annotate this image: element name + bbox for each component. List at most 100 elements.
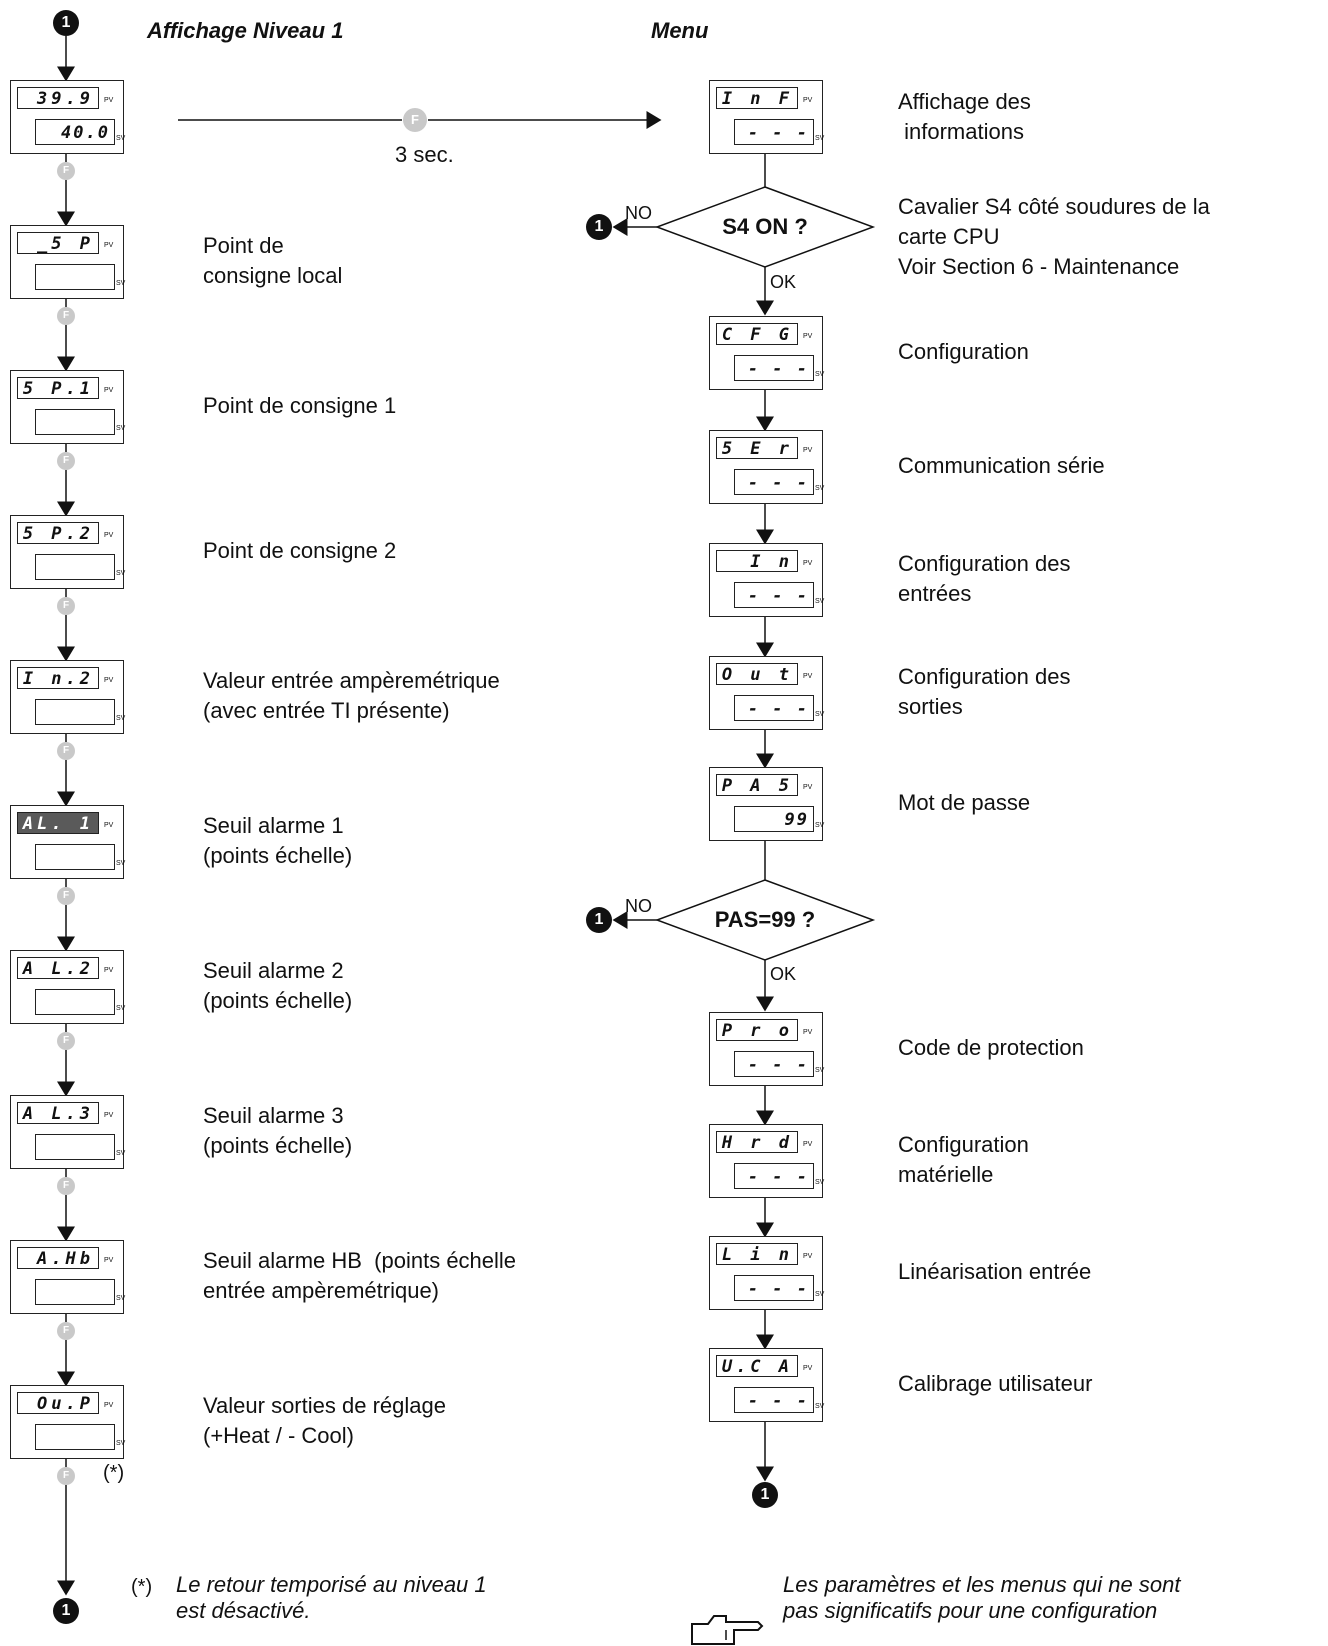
f-key-icon[interactable]: F bbox=[57, 597, 75, 615]
menu-label-g2-0: Code de protection bbox=[898, 1035, 1084, 1060]
pv-tag: PV bbox=[803, 1365, 813, 1372]
pv-tag: PV bbox=[104, 97, 114, 104]
sv-readout: - - - bbox=[734, 695, 814, 721]
f-key-icon[interactable]: F bbox=[57, 742, 75, 760]
menu-end-marker: 1 bbox=[752, 1482, 778, 1508]
level1-label-6: Seuil alarme 2 (points échelle) bbox=[203, 958, 353, 1013]
f-key-icon[interactable]: F bbox=[57, 1322, 75, 1340]
sv-tag: SV bbox=[815, 711, 825, 718]
s4-description: Cavalier S4 côté soudures de la carte CP… bbox=[898, 194, 1210, 279]
footnote-text: Le retour temporisé au niveau 1 est désa… bbox=[176, 1572, 487, 1623]
sv-readout: 40.0 bbox=[35, 119, 115, 145]
pv-tag: PV bbox=[104, 1257, 114, 1264]
level1-label-7: Seuil alarme 3 (points échelle) bbox=[203, 1103, 353, 1158]
pas-ok-label: OK bbox=[770, 964, 797, 984]
sv-readout: - - - bbox=[734, 1387, 814, 1413]
sv-readout: - - - bbox=[734, 119, 814, 145]
pv-tag: PV bbox=[104, 967, 114, 974]
f-key-icon[interactable]: F bbox=[57, 1032, 75, 1050]
menu-label-inf: Affichage des informations bbox=[898, 89, 1031, 144]
sv-readout bbox=[35, 1424, 115, 1450]
sv-tag: SV bbox=[116, 715, 126, 722]
s4-decision-diamond bbox=[654, 186, 876, 268]
sv-tag: SV bbox=[116, 570, 126, 577]
pv-tag: PV bbox=[104, 532, 114, 539]
sv-tag: SV bbox=[815, 1291, 825, 1298]
level1-label-5: Seuil alarme 1 (points échelle) bbox=[203, 813, 353, 868]
sv-readout: - - - bbox=[734, 1275, 814, 1301]
menu-display-g1-1: 5 E r PV - - -SV bbox=[709, 430, 825, 504]
level1-label-1: Point de consigne local bbox=[203, 233, 343, 288]
pv-readout: A.Hb bbox=[17, 1247, 99, 1269]
pv-readout: Ou.P bbox=[17, 1392, 99, 1414]
pv-tag: PV bbox=[803, 1253, 813, 1260]
level1-label-3: Point de consigne 2 bbox=[203, 538, 397, 563]
f-key-icon[interactable]: F bbox=[57, 307, 75, 325]
sv-tag: SV bbox=[815, 371, 825, 378]
pv-tag: PV bbox=[803, 447, 813, 454]
pv-readout: 5 E r bbox=[716, 437, 798, 459]
pointing-hand-icon bbox=[691, 1615, 764, 1645]
menu-label-g1-3: Configuration des sorties bbox=[898, 664, 1071, 719]
sv-tag: SV bbox=[815, 135, 825, 142]
menu-label-g1-2: Configuration des entrées bbox=[898, 551, 1071, 606]
pv-readout: I n P. bbox=[716, 550, 798, 572]
bottom-note: Les paramètres et les menus qui ne sont … bbox=[783, 1572, 1181, 1623]
sv-tag: SV bbox=[116, 280, 126, 287]
sv-tag: SV bbox=[815, 1179, 825, 1186]
sv-tag: SV bbox=[116, 860, 126, 867]
pas-no-label: NO bbox=[625, 896, 652, 916]
s4-no-label: NO bbox=[625, 203, 652, 223]
menu-label-g1-1: Communication série bbox=[898, 453, 1105, 478]
menu-label-g2-3: Calibrage utilisateur bbox=[898, 1371, 1093, 1396]
menu-label-g1-4: Mot de passe bbox=[898, 790, 1031, 815]
pv-readout: H r d bbox=[716, 1131, 798, 1153]
f-key-icon[interactable]: F bbox=[57, 452, 75, 470]
menu-label-g2-1: Configuration matérielle bbox=[898, 1132, 1029, 1187]
sv-readout: - - - bbox=[734, 355, 814, 381]
sv-tag: SV bbox=[116, 135, 126, 142]
sv-tag: SV bbox=[815, 1067, 825, 1074]
pv-tag: PV bbox=[104, 822, 114, 829]
menu-display-g1-2: I n P.PV- - -SV bbox=[709, 543, 824, 617]
level1-label-2: Point de consigne 1 bbox=[203, 393, 397, 418]
pv-readout: C F G bbox=[716, 323, 798, 345]
pv-tag: PV bbox=[803, 97, 813, 104]
sv-readout: - - - bbox=[734, 469, 814, 495]
sv-tag: SV bbox=[116, 425, 126, 432]
menu-label-g2-2: Linéarisation entrée bbox=[898, 1259, 1092, 1284]
s4-question: S4 ON ? bbox=[722, 214, 808, 239]
f-key-icon[interactable]: F bbox=[57, 887, 75, 905]
sv-tag: SV bbox=[815, 485, 825, 492]
pv-tag: PV bbox=[803, 1029, 813, 1036]
pv-tag: PV bbox=[104, 387, 114, 394]
pv-readout: P r o bbox=[716, 1019, 798, 1041]
menu-label-g1-0: Configuration bbox=[898, 339, 1029, 364]
pv-tag: PV bbox=[104, 1402, 114, 1409]
sv-readout: - - - bbox=[734, 582, 814, 608]
sv-tag: SV bbox=[116, 1150, 126, 1157]
pv-tag: PV bbox=[803, 673, 813, 680]
level1-heading: Affichage Niveau 1 bbox=[147, 18, 344, 43]
pv-readout: AL. 1 bbox=[17, 812, 99, 834]
f-key-icon[interactable]: F bbox=[403, 108, 427, 132]
f-key-icon[interactable]: F bbox=[57, 1177, 75, 1195]
sv-tag: SV bbox=[815, 822, 825, 829]
transition-label: 3 sec. bbox=[395, 142, 454, 167]
pv-tag: PV bbox=[104, 242, 114, 249]
pv-tag: PV bbox=[803, 1141, 813, 1148]
s4-return-marker: 1 bbox=[586, 214, 612, 240]
sv-readout: - - - bbox=[734, 1163, 814, 1189]
f-key-icon[interactable]: F bbox=[57, 162, 75, 180]
f-key-icon[interactable]: F bbox=[57, 1467, 75, 1485]
sv-readout bbox=[35, 409, 115, 435]
